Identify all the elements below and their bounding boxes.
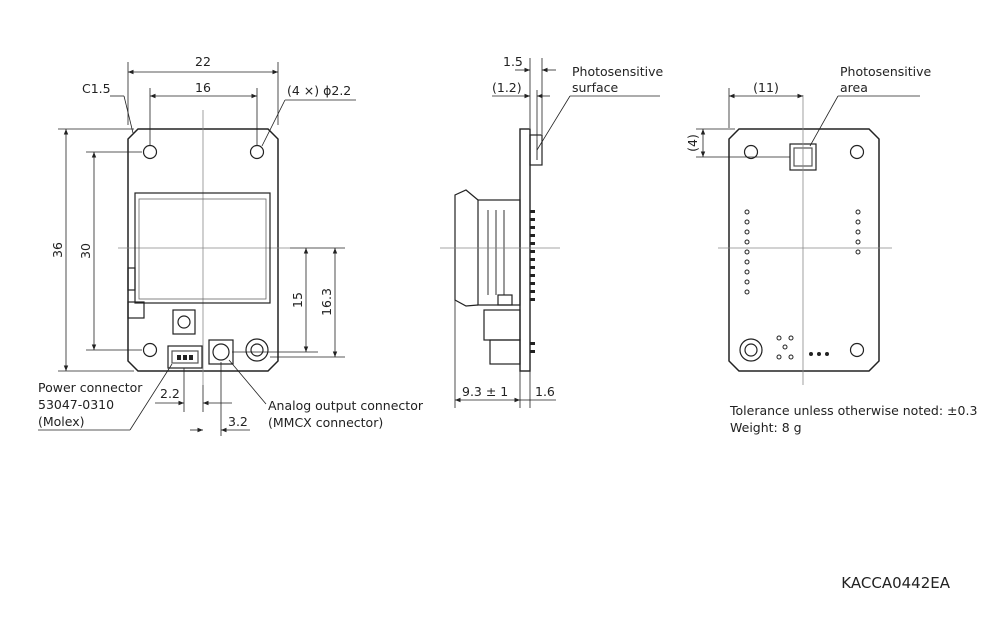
power-connector-label-1: Power connector xyxy=(38,380,143,395)
drawing-code: KACCA0442EA xyxy=(841,574,950,592)
side-view xyxy=(454,128,543,372)
dim-holes: (4 ×) ϕ2.2 xyxy=(287,83,351,98)
dim-width-outer: 22 xyxy=(195,54,211,69)
dim-connector-height2: 16.3 xyxy=(319,288,334,316)
dim-chamfer: C1.5 xyxy=(82,81,111,96)
front-boss-outer xyxy=(245,338,269,362)
side-connector-mmcx xyxy=(489,339,521,365)
photoarea-label-2: area xyxy=(840,80,868,95)
front-module-inner xyxy=(138,198,267,300)
weight-note: Weight: 8 g xyxy=(730,420,802,435)
side-dim-board: 1.6 xyxy=(535,384,555,399)
back-mounting-holes xyxy=(743,144,865,358)
side-connector-lower xyxy=(483,309,521,341)
back-pads-left xyxy=(744,209,750,295)
front-side-part-2 xyxy=(127,301,145,319)
front-mounting-holes xyxy=(142,144,265,358)
side-module xyxy=(477,199,521,306)
dim-width-inner: 16 xyxy=(195,80,211,95)
dim-height-inner: 30 xyxy=(78,243,93,259)
front-board-outline xyxy=(127,128,279,372)
back-dim-area-x: (11) xyxy=(753,80,779,95)
back-pads-bottom xyxy=(776,335,794,360)
side-dim-top-inner: (1.2) xyxy=(492,80,522,95)
analog-connector-label-1: Analog output connector xyxy=(268,398,424,413)
photosurface-label-1: Photosensitive xyxy=(572,64,664,79)
back-boss-outer xyxy=(739,338,763,362)
front-side-part xyxy=(127,267,136,291)
front-trimmer-knob xyxy=(177,315,191,329)
front-dimensions xyxy=(38,62,356,436)
side-dimensions xyxy=(454,58,660,408)
front-trimmer xyxy=(172,309,196,335)
back-dimensions xyxy=(696,88,920,158)
dim-height-outer: 36 xyxy=(50,242,65,258)
back-view xyxy=(728,128,880,372)
power-connector-inner xyxy=(171,350,199,364)
dim-connector-height: 15 xyxy=(290,292,305,308)
side-sensor xyxy=(529,134,543,166)
dim-power-offset: 2.2 xyxy=(160,386,180,401)
power-connector-pins xyxy=(177,355,193,360)
back-pads-dots xyxy=(809,352,829,356)
power-connector-label-2: 53047-0310 xyxy=(38,397,114,412)
mmcx-connector-ring xyxy=(212,343,230,361)
front-centerlines xyxy=(118,110,290,385)
side-module-fins xyxy=(487,210,505,295)
photoarea-label-1: Photosensitive xyxy=(840,64,932,79)
power-connector-label-3: (Molex) xyxy=(38,414,85,429)
back-pads-right xyxy=(855,209,861,255)
front-module xyxy=(134,192,271,304)
side-pins xyxy=(530,210,535,353)
analog-connector-label-2: (MMCX connector) xyxy=(268,415,383,430)
photosurface-label-2: surface xyxy=(572,80,619,95)
front-boss-inner xyxy=(250,343,264,357)
dim-mmcx-offset: 3.2 xyxy=(228,414,248,429)
side-dim-thickness: 9.3 ± 1 xyxy=(462,384,508,399)
tolerance-note: Tolerance unless otherwise noted: ±0.3 xyxy=(729,403,977,418)
back-centerlines xyxy=(718,95,892,385)
power-connector-body xyxy=(167,345,203,369)
back-boss-inner xyxy=(744,343,758,357)
front-view xyxy=(118,110,290,385)
back-dim-area-y: (4) xyxy=(685,134,700,152)
side-connector-small xyxy=(497,294,513,306)
back-board-outline xyxy=(728,128,880,372)
side-board xyxy=(519,128,531,372)
side-dim-top-outer: 1.5 xyxy=(503,54,523,69)
side-module-cap xyxy=(454,189,479,307)
